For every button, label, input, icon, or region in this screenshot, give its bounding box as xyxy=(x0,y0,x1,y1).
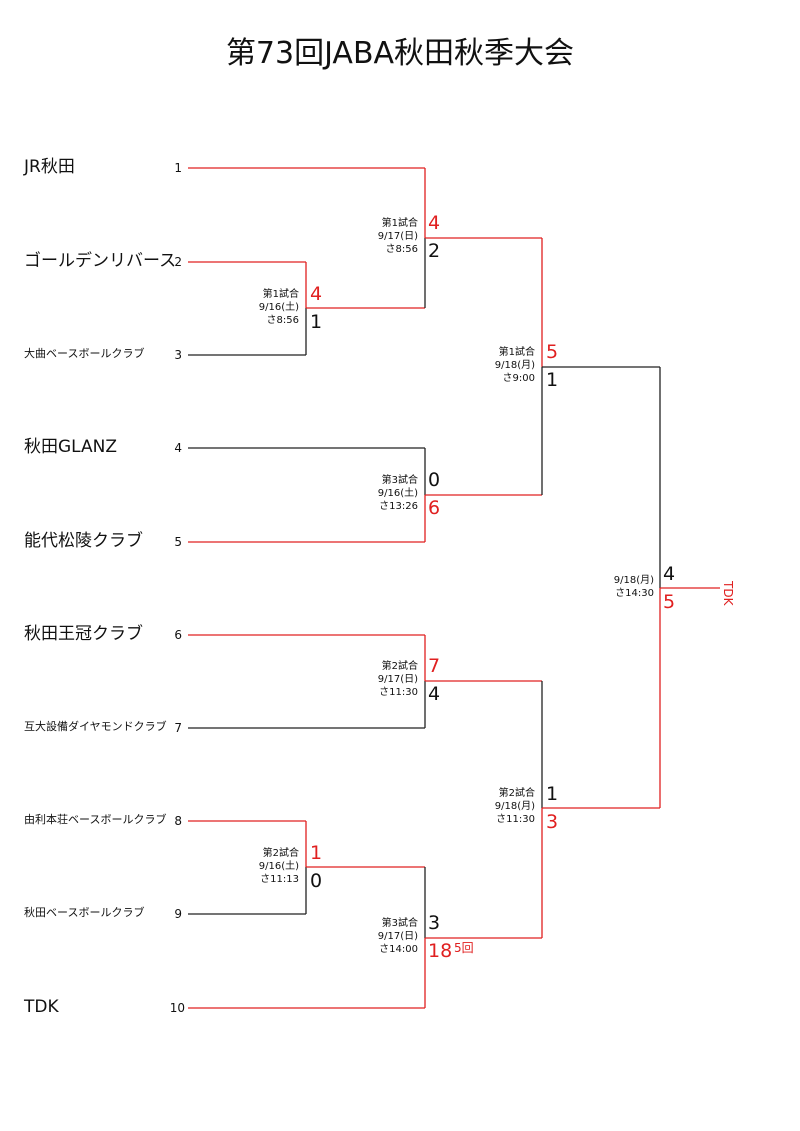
team-seed-9: 9 xyxy=(174,907,182,921)
score-final-bottom: 5 xyxy=(663,591,676,613)
team-name-7: 互大設備ダイヤモンドクラブ xyxy=(24,720,167,733)
innings-note-qfd: 5回 xyxy=(454,941,474,955)
score-sfb-bottom: 3 xyxy=(546,811,559,833)
match-info-qfa: 第1試合 9/17(日) さ8:56 xyxy=(377,218,418,255)
match-info-r1a: 第1試合 9/16(土) さ8:56 xyxy=(258,289,299,326)
team-seed-8: 8 xyxy=(174,814,182,828)
score-r1b-top: 1 xyxy=(310,842,323,864)
match-info-sfa: 第1試合 9/18(月) さ9:00 xyxy=(494,347,535,384)
champion-label: TDK xyxy=(721,581,735,606)
match-info-qfd: 第3試合 9/17(日) さ14:00 xyxy=(377,918,418,955)
match-info-final: 9/18(月) さ14:30 xyxy=(613,575,654,599)
score-qfc-top: 7 xyxy=(428,655,441,677)
team-name-6: 秋田王冠クラブ xyxy=(24,624,143,644)
team-seed-7: 7 xyxy=(174,721,182,735)
team-seed-6: 6 xyxy=(174,628,182,642)
team-name-4: 秋田GLANZ xyxy=(24,437,118,457)
score-qfb-top: 0 xyxy=(428,469,441,491)
team-name-2: ゴールデンリバース xyxy=(24,251,177,271)
team-name-8: 由利本荘ベースボールクラブ xyxy=(24,813,167,826)
score-sfa-bottom: 1 xyxy=(546,369,559,391)
team-name-3: 大曲ベースボールクラブ xyxy=(24,347,145,360)
score-final-top: 4 xyxy=(663,563,676,585)
match-info-qfb: 第3試合 9/16(土) さ13:26 xyxy=(377,475,418,512)
score-qfb-bottom: 6 xyxy=(428,497,441,519)
score-r1b-bottom: 0 xyxy=(310,870,323,892)
team-name-5: 能代松陵クラブ xyxy=(24,531,143,551)
score-qfd-top: 3 xyxy=(428,912,441,934)
score-r1a-top: 4 xyxy=(310,283,323,305)
team-seed-5: 5 xyxy=(174,535,182,549)
score-qfa-top: 4 xyxy=(428,212,441,234)
page-title: 第73回JABA秋田秋季大会 xyxy=(225,36,575,71)
score-sfa-top: 5 xyxy=(546,341,559,363)
team-seed-4: 4 xyxy=(174,441,182,455)
team-name-10: TDK xyxy=(24,997,59,1017)
score-qfa-bottom: 2 xyxy=(428,240,441,262)
team-seed-3: 3 xyxy=(174,348,182,362)
match-info-qfc: 第2試合 9/17(日) さ11:30 xyxy=(377,661,418,698)
score-qfd-bottom: 18 xyxy=(428,940,453,962)
score-r1a-bottom: 1 xyxy=(310,311,323,333)
match-info-sfb: 第2試合 9/18(月) さ11:30 xyxy=(494,788,535,825)
match-info-r1b: 第2試合 9/16(土) さ11:13 xyxy=(258,848,299,885)
team-seed-10: 10 xyxy=(169,1001,185,1015)
team-seed-1: 1 xyxy=(174,161,182,175)
team-name-9: 秋田ベースボールクラブ xyxy=(24,906,145,919)
score-qfc-bottom: 4 xyxy=(428,683,441,705)
score-sfb-top: 1 xyxy=(546,783,559,805)
team-seed-2: 2 xyxy=(174,255,182,269)
team-name-1: JR秋田 xyxy=(24,157,75,177)
